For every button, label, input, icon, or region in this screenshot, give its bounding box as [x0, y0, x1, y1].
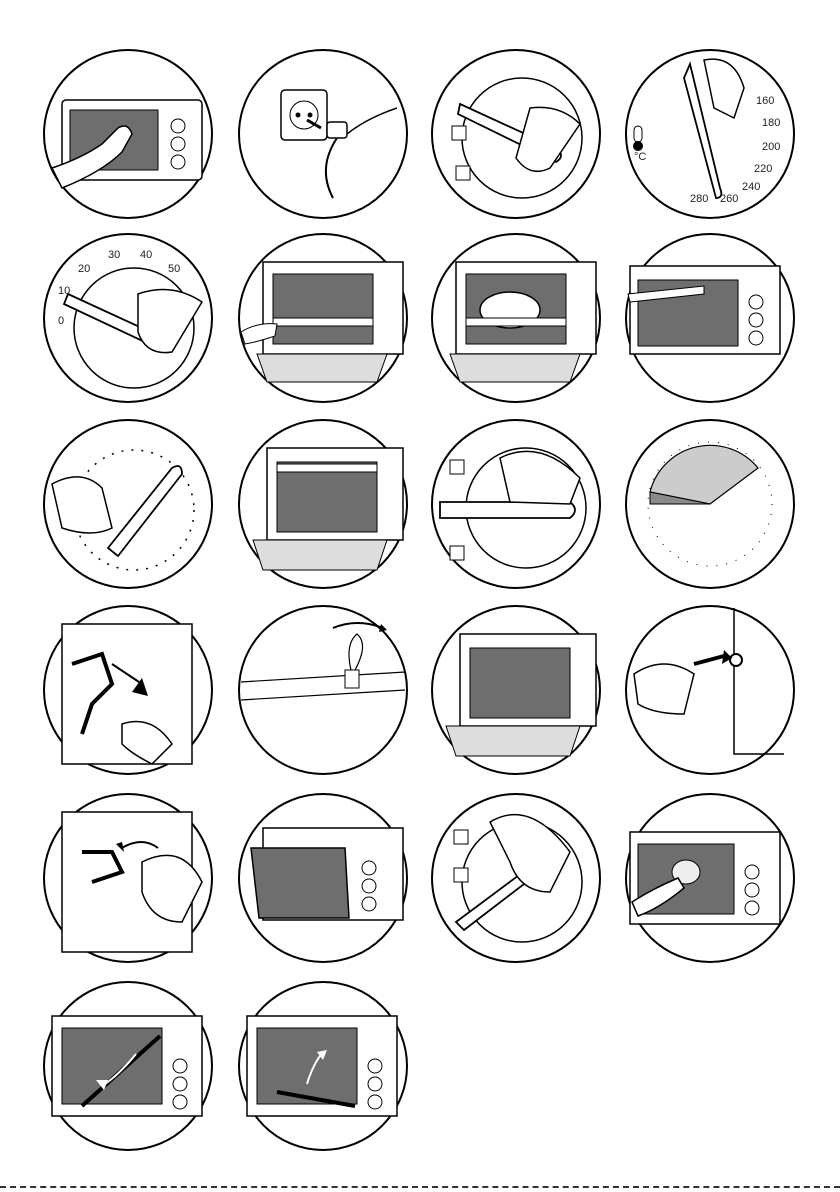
close-oven-door-icon: [624, 232, 796, 404]
footer-dashed-rule: [0, 1186, 840, 1188]
oven-open-tray-icon: [430, 604, 602, 776]
function-knob-diagonal-icon: [430, 792, 602, 964]
remove-tray-icon: [237, 418, 409, 590]
rotisserie-spit-icon: [237, 604, 409, 776]
thermostat-unit: °C: [634, 151, 646, 163]
panel-oven-open-tray: [430, 604, 602, 776]
cleaning-oven-exterior-icon: [42, 48, 214, 220]
raise-heating-element-icon: [237, 980, 409, 1152]
timer-label-10: 10: [58, 285, 70, 297]
temp-label-200: 200: [762, 141, 780, 153]
function-selector-knob-icon: [430, 48, 602, 220]
turn-knob-icon: [42, 418, 214, 590]
insert-wire-rack-icon: [237, 232, 409, 404]
panel-timer: 0 10 20 30 40 50: [42, 232, 214, 404]
panel-wipe-window: [624, 792, 796, 964]
panel-remove-support: [42, 792, 214, 964]
timer-label-40: 40: [140, 249, 152, 261]
lower-heating-element-icon: [42, 980, 214, 1152]
open-door-down-icon: [237, 792, 409, 964]
temp-label-220: 220: [754, 163, 772, 175]
panel-thermostat: °C 160 180 200 220 240 260 280: [624, 48, 796, 220]
panel-rotisserie-spit: [237, 604, 409, 776]
panel-place-food: [430, 232, 602, 404]
plug-into-socket-icon: [237, 48, 409, 220]
thermostat-knob-icon: °C 160 180 200 220 240 260 280: [624, 48, 796, 220]
timer-sector-dial-icon: [624, 418, 796, 590]
panel-spit-support: [42, 604, 214, 776]
panel-function-diagonal: [430, 792, 602, 964]
panel-insert-spit: [624, 604, 796, 776]
panel-remove-tray: [237, 418, 409, 590]
panel-plug-in: [237, 48, 409, 220]
temp-label-160: 160: [756, 95, 774, 107]
timer-knob-icon: 0 10 20 30 40 50: [42, 232, 214, 404]
timer-label-20: 20: [78, 263, 90, 275]
insert-spit-socket-icon: [624, 604, 796, 776]
remove-spit-support-icon: [42, 792, 214, 964]
panel-clean-exterior: [42, 48, 214, 220]
temp-label-280: 280: [690, 193, 708, 205]
panel-turn-knob: [42, 418, 214, 590]
panel-timer-sector: [624, 418, 796, 590]
panel-function-horizontal: [430, 418, 602, 590]
panel-function-selector: [430, 48, 602, 220]
place-food-on-rack-icon: [430, 232, 602, 404]
panel-insert-rack: [237, 232, 409, 404]
timer-label-50: 50: [168, 263, 180, 275]
temp-label-260: 260: [720, 193, 738, 205]
temp-label-180: 180: [762, 117, 780, 129]
wipe-oven-window-icon: [624, 792, 796, 964]
panel-raise-element: [237, 980, 409, 1152]
timer-label-30: 30: [108, 249, 120, 261]
timer-label-0: 0: [58, 315, 64, 327]
function-knob-horizontal-icon: [430, 418, 602, 590]
spit-support-insert-icon: [42, 604, 214, 776]
panel-open-door: [237, 792, 409, 964]
panel-lower-element: [42, 980, 214, 1152]
panel-close-door: [624, 232, 796, 404]
temp-label-240: 240: [742, 181, 760, 193]
